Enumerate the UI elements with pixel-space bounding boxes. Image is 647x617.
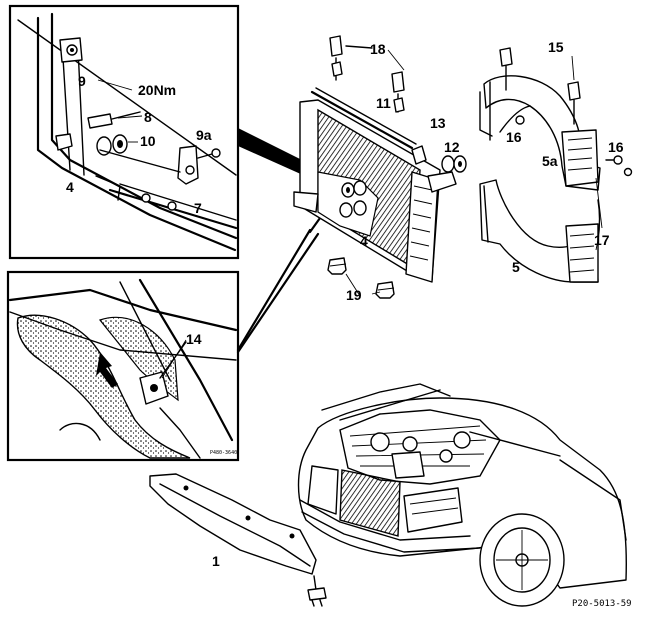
- label-4: 4: [360, 233, 368, 249]
- radiator-assembly: [293, 87, 467, 283]
- label-12: 12: [444, 139, 460, 155]
- label-13: 13: [430, 115, 446, 131]
- label-16-left: 16: [506, 129, 522, 145]
- fan-shroud-lower: [479, 167, 633, 283]
- label-15: 15: [548, 39, 564, 55]
- label-17: 17: [594, 232, 610, 248]
- label-8: 8: [144, 109, 152, 125]
- rubber-mounts-19: [327, 257, 395, 299]
- inset-ref: P480-3640: [210, 450, 237, 456]
- callout-labels: 9 20Nm 8 10 9a 4 7 14 18 11 13 12 4 19 1…: [66, 39, 632, 609]
- car-front: [297, 383, 627, 607]
- fan-shroud-upper: [479, 47, 623, 191]
- clips-18: [329, 35, 405, 113]
- label-14: 14: [186, 331, 202, 347]
- label-11: 11: [376, 95, 391, 111]
- label-18: 18: [370, 41, 386, 57]
- detail-inset-radiator-mount: [8, 4, 240, 260]
- label-7: 7: [194, 200, 202, 216]
- label-16-right: 16: [608, 139, 624, 155]
- engine-splash-shield: [149, 473, 327, 607]
- label-10: 10: [140, 133, 156, 149]
- figure-reference: P20-5013-59: [572, 599, 632, 609]
- label-20nm: 20Nm: [138, 82, 176, 98]
- label-4-inset: 4: [66, 179, 74, 195]
- label-5a: 5a: [542, 153, 558, 169]
- label-9: 9: [78, 73, 86, 89]
- label-9a: 9a: [196, 127, 212, 143]
- label-leaders: [97, 49, 603, 379]
- detail-inset-bottom-mount: [6, 270, 240, 462]
- label-19: 19: [346, 287, 362, 303]
- label-1: 1: [212, 553, 220, 569]
- label-5: 5: [512, 259, 520, 275]
